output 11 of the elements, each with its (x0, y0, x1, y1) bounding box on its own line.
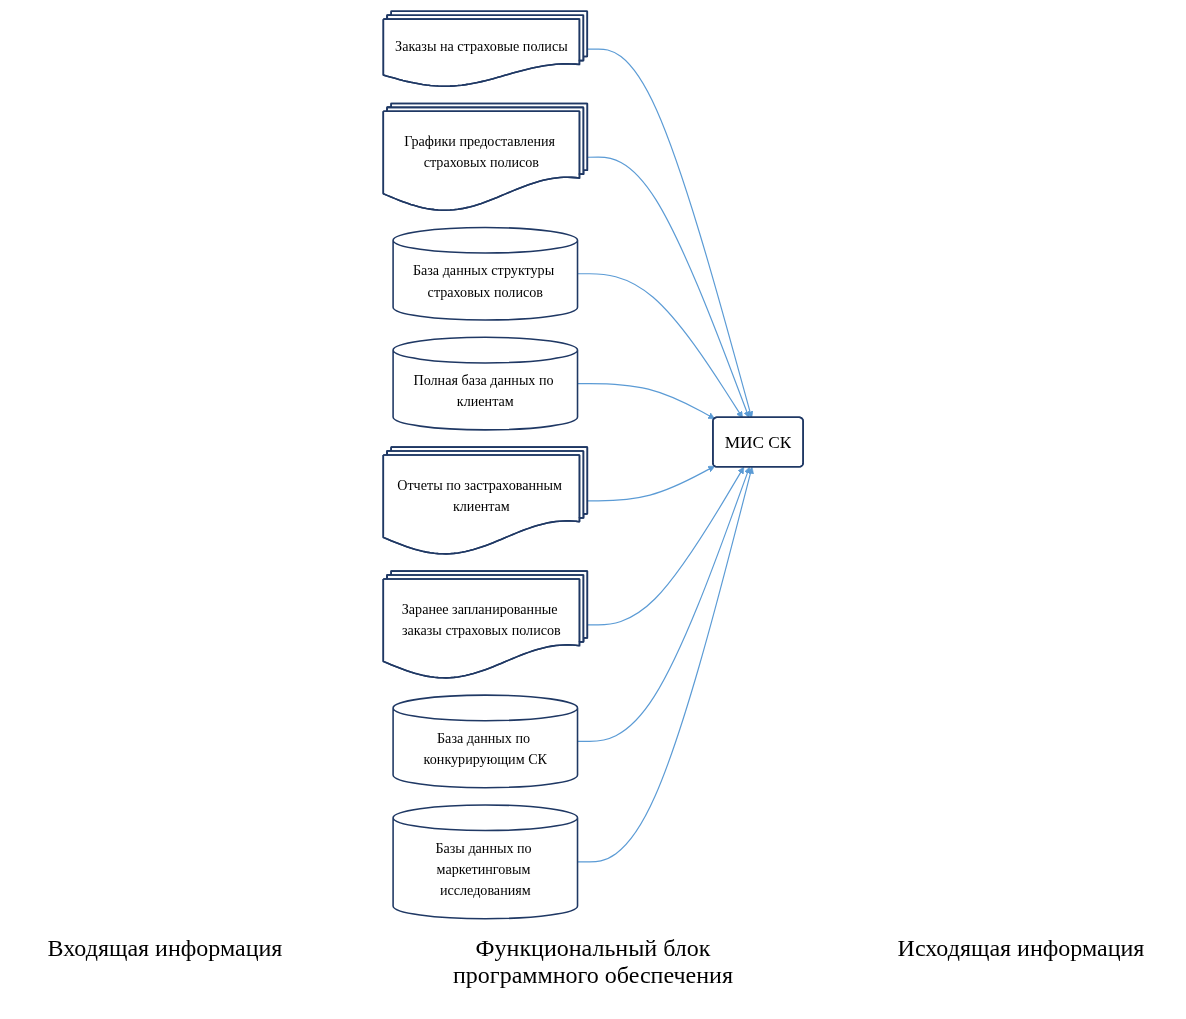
arrow (586, 156, 750, 419)
arrow (586, 466, 744, 626)
arrow (576, 466, 751, 742)
arrow (576, 273, 743, 419)
column-heading: Исходящая информация (896, 935, 1146, 962)
arrow (576, 466, 754, 863)
arrow (586, 48, 754, 419)
column-heading: Функциональный блок программного обеспечения (452, 935, 734, 989)
arrow (586, 465, 715, 502)
column-heading: Входящая информация (46, 935, 284, 962)
arrow (576, 383, 715, 420)
